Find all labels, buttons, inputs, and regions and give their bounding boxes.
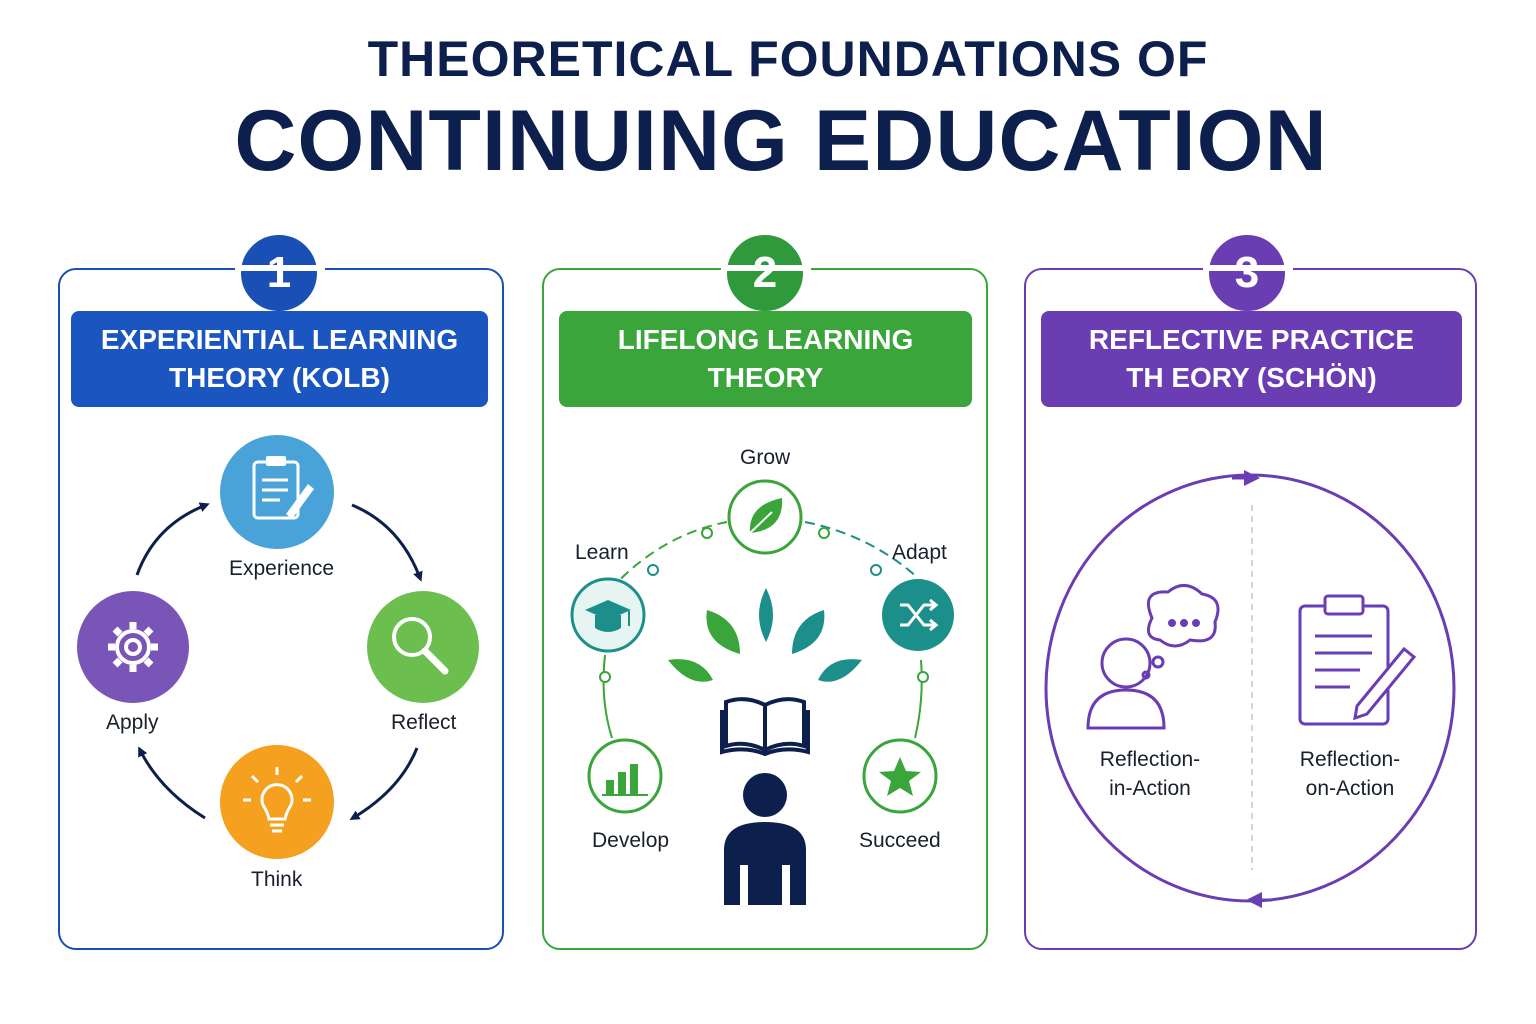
open-book-icon <box>720 697 810 757</box>
reflection-cycle <box>1044 470 1456 908</box>
magnifier-icon <box>367 591 479 703</box>
cycle-label-apply: Apply <box>106 711 159 734</box>
lifelong-connectors <box>599 521 929 739</box>
star-icon <box>862 738 938 814</box>
stage-label-grow: Grow <box>740 446 791 469</box>
cycle-label-experience: Experience <box>229 557 335 580</box>
cycle-label-reflect: Reflect <box>391 711 457 734</box>
panel-heading-3: REFLECTIVE PRACTICE TH EORY (SCHÖN) <box>1041 311 1462 407</box>
stage-label-succeed: Succeed <box>859 829 941 852</box>
person-icon <box>724 773 806 905</box>
bar-chart-icon <box>587 738 663 814</box>
kolb-cycle-arrows <box>135 502 423 821</box>
lightbulb-icon <box>220 745 334 859</box>
gear-icon <box>77 591 189 703</box>
title-line-2: CONTINUING EDUCATION <box>234 93 1328 189</box>
cycle-label-think: Think <box>251 868 303 891</box>
leaves-decoration-icon <box>668 588 862 682</box>
person-thought-icon <box>1086 584 1220 730</box>
graduation-cap-icon <box>570 577 646 653</box>
leaf-icon <box>727 479 803 555</box>
mode-label-reflection-on-action: Reflection- on-Action <box>1299 748 1401 800</box>
clipboard-pencil-icon <box>1298 594 1417 726</box>
mode-label-reflection-in-action: Reflection- in-Action <box>1099 748 1201 800</box>
panel-heading-1: EXPERIENTIAL LEARNING THEORY (KOLB) <box>71 311 488 407</box>
shuffle-icon <box>882 579 954 651</box>
stage-label-develop: Develop <box>592 829 670 852</box>
stage-label-learn: Learn <box>575 541 629 564</box>
title-line-1: THEORETICAL FOUNDATIONS OF <box>367 31 1209 87</box>
stage-label-adapt: Adapt <box>892 541 947 564</box>
panel-heading-2: LIFELONG LEARNING THEORY <box>559 311 972 407</box>
clipboard-icon <box>220 435 334 549</box>
